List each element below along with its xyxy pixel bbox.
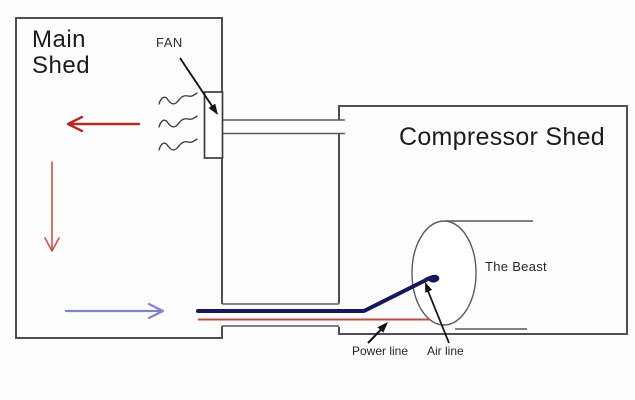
main-shed-outline [15, 17, 223, 339]
beast-label: The Beast [485, 259, 547, 274]
power-line-callout-arrow [367, 322, 388, 344]
power-line-label: Power line [352, 344, 409, 358]
conduit-lines [222, 303, 339, 327]
air-line-callout-arrow [425, 282, 450, 344]
air-line [196, 274, 440, 313]
heat-wave-squiggle [158, 138, 198, 151]
fan-duct-lines [222, 119, 345, 135]
airflow-arrow-left [66, 115, 141, 133]
compressor-shed-outline [338, 105, 628, 335]
power-arrow-head [377, 322, 388, 333]
compressor-tank-lines [446, 220, 533, 330]
air-arrow-head [425, 282, 433, 293]
heat-wave-squiggles [158, 92, 198, 151]
power-arrow-shaft [367, 327, 383, 344]
heat-wave-squiggle [158, 92, 198, 105]
main-shed-label: Main Shed [32, 26, 91, 79]
air-line-label: Air line [427, 344, 464, 358]
fan-arrow-shaft [179, 57, 213, 107]
fan-arrow-head [208, 103, 218, 115]
air-arrow-shaft [427, 290, 450, 344]
airflow-arrow-right [64, 302, 165, 320]
beast-compressor-ellipse [411, 220, 477, 326]
fan-box [203, 91, 224, 159]
fan-callout-arrow [179, 57, 218, 115]
heat-wave-squiggle [158, 115, 198, 128]
compressor-shed-label: Compressor Shed [399, 123, 605, 151]
airflow-arrow-down [44, 161, 60, 252]
fan-label: FAN [156, 35, 183, 50]
